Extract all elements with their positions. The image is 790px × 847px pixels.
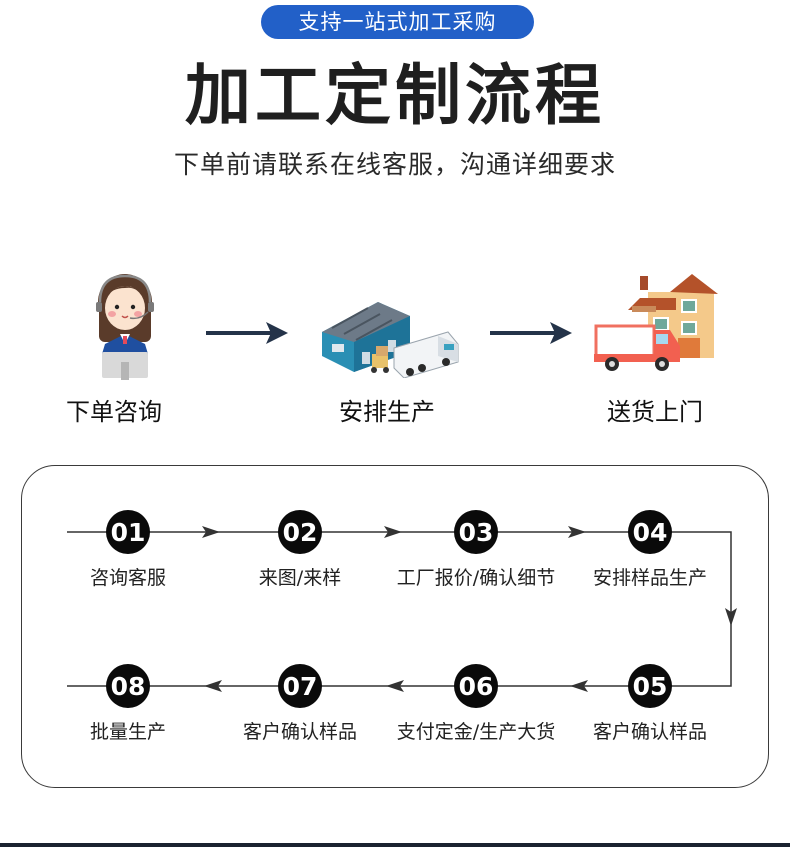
one-stop-badge: 支持一站式加工采购	[261, 5, 534, 39]
step-marker: 05	[628, 664, 672, 708]
step-circle	[106, 510, 150, 554]
step-number: 02	[283, 518, 318, 547]
step-marker: 04	[628, 510, 672, 554]
delivery-truck-house-icon	[594, 274, 718, 371]
arrow-right-icon	[206, 322, 288, 344]
arrow-left-icon	[386, 680, 404, 692]
step-label: 工厂报价/确认细节	[396, 567, 556, 589]
page-title: 加工定制流程	[185, 57, 605, 134]
step-label: 安排样品生产	[592, 567, 708, 589]
page-subtitle: 下单前请联系在线客服，沟通详细要求	[173, 150, 616, 179]
step-number: 05	[633, 672, 668, 701]
step-circle	[628, 664, 672, 708]
bottom-divider	[0, 843, 790, 847]
overview-label-delivery: 送货上门	[607, 398, 703, 426]
arrow-left-icon	[570, 680, 588, 692]
step-circle	[454, 510, 498, 554]
arrow-right-icon	[568, 526, 586, 538]
arrow-right-icon	[202, 526, 220, 538]
step-label: 客户确认样品	[242, 721, 358, 743]
step-circle	[106, 664, 150, 708]
step-number: 06	[459, 672, 494, 701]
step-label: 批量生产	[89, 721, 167, 743]
step-marker: 01	[106, 510, 150, 554]
step-number: 08	[111, 672, 146, 701]
overview-label-consult: 下单咨询	[66, 398, 162, 426]
arrow-down-icon	[725, 608, 737, 626]
step-number: 01	[111, 518, 146, 547]
arrow-right-icon	[490, 322, 572, 344]
step-number: 03	[459, 518, 494, 547]
overview-item-consult	[90, 272, 160, 384]
arrow-right-icon	[384, 526, 402, 538]
step-number: 07	[283, 672, 318, 701]
step-label: 客户确认样品	[592, 721, 708, 743]
step-label: 支付定金/生产大货	[396, 721, 556, 743]
overview-label-production: 安排生产	[339, 398, 435, 426]
step-label: 咨询客服	[89, 567, 167, 589]
step-circle	[454, 664, 498, 708]
step-circle	[278, 510, 322, 554]
process-flow-box	[21, 465, 769, 788]
flow-connector-line	[67, 531, 732, 687]
step-marker: 07	[278, 664, 322, 708]
arrow-left-icon	[204, 680, 222, 692]
step-circle	[628, 510, 672, 554]
factory-warehouse-icon	[322, 302, 459, 379]
step-circle	[278, 664, 322, 708]
step-marker: 08	[106, 664, 150, 708]
step-marker: 03	[454, 510, 498, 554]
customer-service-agent-icon	[96, 274, 154, 380]
step-marker: 06	[454, 664, 498, 708]
overview-item-production	[318, 292, 463, 379]
step-label: 来图/来样	[258, 567, 342, 589]
overview-item-delivery	[592, 270, 724, 378]
step-marker: 02	[278, 510, 322, 554]
step-number: 04	[633, 518, 668, 547]
